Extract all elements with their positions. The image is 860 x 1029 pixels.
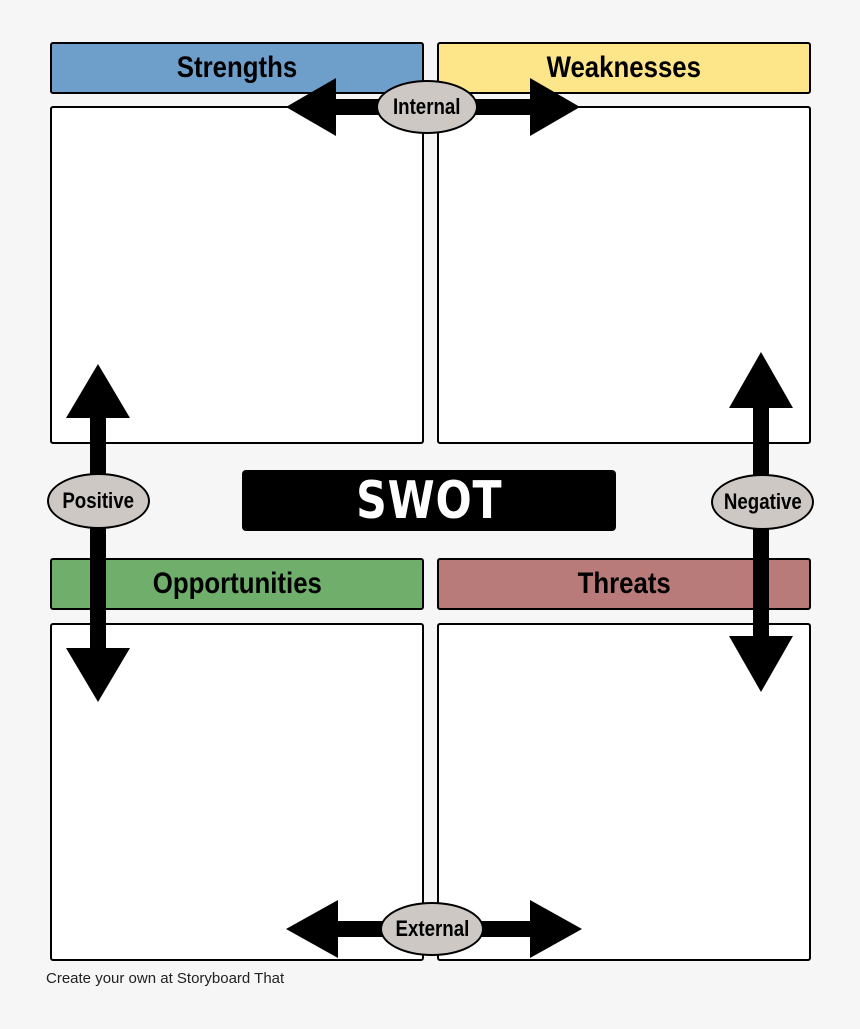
opportunities-label: Opportunities: [152, 567, 322, 600]
internal-label: Internal: [393, 94, 461, 119]
threats-label: Threats: [577, 567, 671, 600]
positive-label: Positive: [62, 488, 135, 513]
weaknesses-header: Weaknesses: [437, 42, 811, 94]
footer-credit: Create your own at Storyboard That: [46, 970, 285, 987]
positive-oval: Positive: [47, 473, 150, 529]
strengths-box[interactable]: [50, 106, 424, 444]
opportunities-box[interactable]: [50, 623, 424, 961]
strengths-label: Strengths: [176, 51, 298, 84]
positive-arrow: [66, 364, 130, 702]
opportunities-header: Opportunities: [50, 558, 424, 610]
strengths-header: Strengths: [50, 42, 424, 94]
negative-label: Negative: [723, 489, 802, 514]
negative-oval: Negative: [711, 474, 814, 530]
threats-box[interactable]: [437, 623, 811, 961]
swot-title: SWOT: [242, 470, 616, 531]
external-label: External: [395, 916, 469, 941]
external-oval: External: [380, 902, 484, 956]
threats-header: Threats: [437, 558, 811, 610]
swot-title-text: SWOT: [355, 470, 503, 531]
internal-oval: Internal: [376, 80, 478, 134]
weaknesses-label: Weaknesses: [546, 51, 702, 84]
